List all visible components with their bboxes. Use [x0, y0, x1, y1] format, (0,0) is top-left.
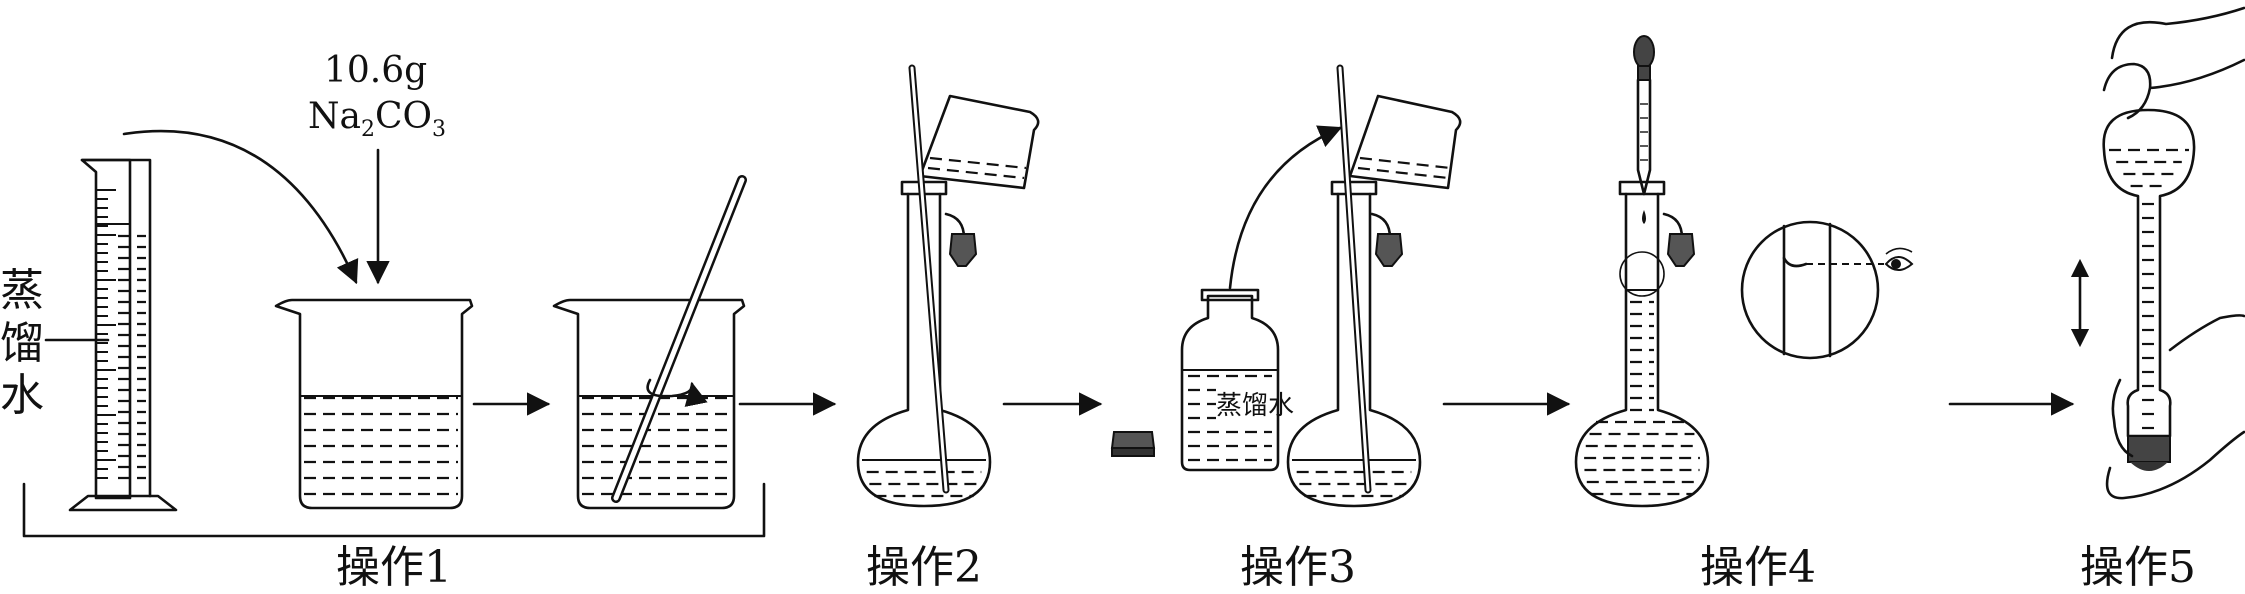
magnify-circle-small — [1619, 251, 1665, 297]
reagent-formula: Na2CO3 — [308, 96, 446, 142]
reagent-amount: 10.6g — [324, 50, 427, 91]
pour-to-flask-arrow — [1228, 125, 1343, 290]
stopper-4 — [1662, 212, 1696, 267]
operation-4-label: 操作4 — [1700, 542, 1816, 593]
operation-2: 操作2 — [856, 64, 1040, 593]
beaker-2-stirring — [552, 175, 747, 510]
volumetric-flask-4 — [1574, 180, 1710, 508]
operation-1: 蒸 馏 水 10.6g Na2CO3 — [0, 50, 766, 593]
upper-hand-icon — [2102, 6, 2245, 120]
operation-4: 操作4 — [1574, 35, 1914, 593]
distilled-water-bottle: 蒸馏水 — [1180, 288, 1294, 472]
pouring-beaker-3 — [1348, 94, 1462, 190]
operation-1-label: 操作1 — [336, 542, 452, 593]
operation-3-label: 操作3 — [1240, 542, 1356, 593]
loose-stopper — [1110, 431, 1156, 449]
dropper — [1633, 35, 1655, 224]
operation-2-label: 操作2 — [866, 542, 982, 593]
pouring-beaker-2 — [918, 94, 1040, 190]
lower-hand-icon — [2105, 314, 2245, 500]
bottle-label: 蒸馏水 — [1216, 391, 1294, 421]
volumetric-flask-2 — [856, 180, 992, 508]
inverted-flask — [2102, 108, 2196, 471]
operation-5-label: 操作5 — [2080, 542, 2196, 593]
graduated-cylinder — [68, 158, 178, 512]
cylinder-label: 蒸 馏 水 — [0, 265, 110, 421]
cylinder-label-char-1: 蒸 — [0, 265, 44, 316]
reagent-label: 10.6g Na2CO3 — [308, 50, 446, 285]
eye-icon — [1884, 247, 1914, 271]
stir-rotation-arrow — [646, 378, 708, 407]
magnified-view — [1740, 220, 1914, 360]
pour-arc-arrow — [122, 129, 359, 285]
stopper-3 — [1370, 212, 1404, 267]
beaker-1 — [274, 298, 474, 510]
cylinder-label-char-3: 水 — [0, 370, 44, 421]
operation-1-bracket — [22, 482, 766, 538]
operation-3: 蒸馏水 操作3 — [1110, 64, 1462, 593]
volumetric-flask-3 — [1286, 180, 1422, 508]
operation-5: 操作5 — [2070, 6, 2245, 593]
cylinder-label-char-2: 馏 — [0, 318, 44, 369]
stopper-2 — [944, 212, 978, 267]
